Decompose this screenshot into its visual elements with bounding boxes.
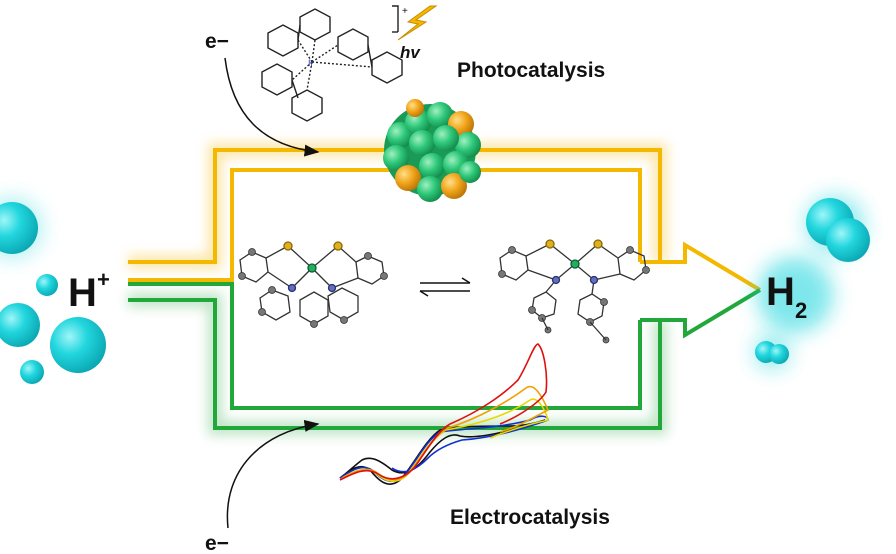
cv-trace-red	[339, 343, 548, 481]
photocatalysis-label: Photocatalysis	[457, 59, 605, 82]
proton-label: H	[68, 271, 97, 315]
hydrogen-subscript: 2	[795, 298, 807, 323]
complex-structure-right	[498, 239, 650, 344]
svg-text:Ir: Ir	[308, 58, 314, 68]
proton-charge: +	[97, 267, 110, 292]
electrocatalysis-path	[128, 282, 667, 435]
proton-spheres	[0, 198, 106, 384]
electron-bottom-label: e−	[205, 532, 229, 554]
equilibrium-arrows-icon	[419, 277, 471, 297]
iridium-complex: Ir	[261, 5, 403, 122]
light-label: hv	[400, 43, 421, 62]
photocatalysis-path	[128, 143, 667, 282]
complex-charge: +	[402, 6, 408, 17]
hydrogen-label: H	[766, 270, 795, 314]
electron-top-label: e−	[205, 30, 229, 53]
metal-nanocluster	[383, 99, 481, 202]
product-arrow	[640, 241, 762, 339]
electron-input-arrow-top	[224, 57, 320, 157]
complex-structure-left	[238, 241, 388, 328]
electron-input-arrow-bottom	[226, 419, 320, 529]
hydrogen-spheres	[754, 195, 870, 370]
cv-trace-yellow	[341, 398, 550, 483]
lightning-bolt-icon	[397, 5, 438, 41]
electrocatalysis-label: Electrocatalysis	[450, 506, 610, 529]
cyclic-voltammograms	[339, 343, 550, 485]
